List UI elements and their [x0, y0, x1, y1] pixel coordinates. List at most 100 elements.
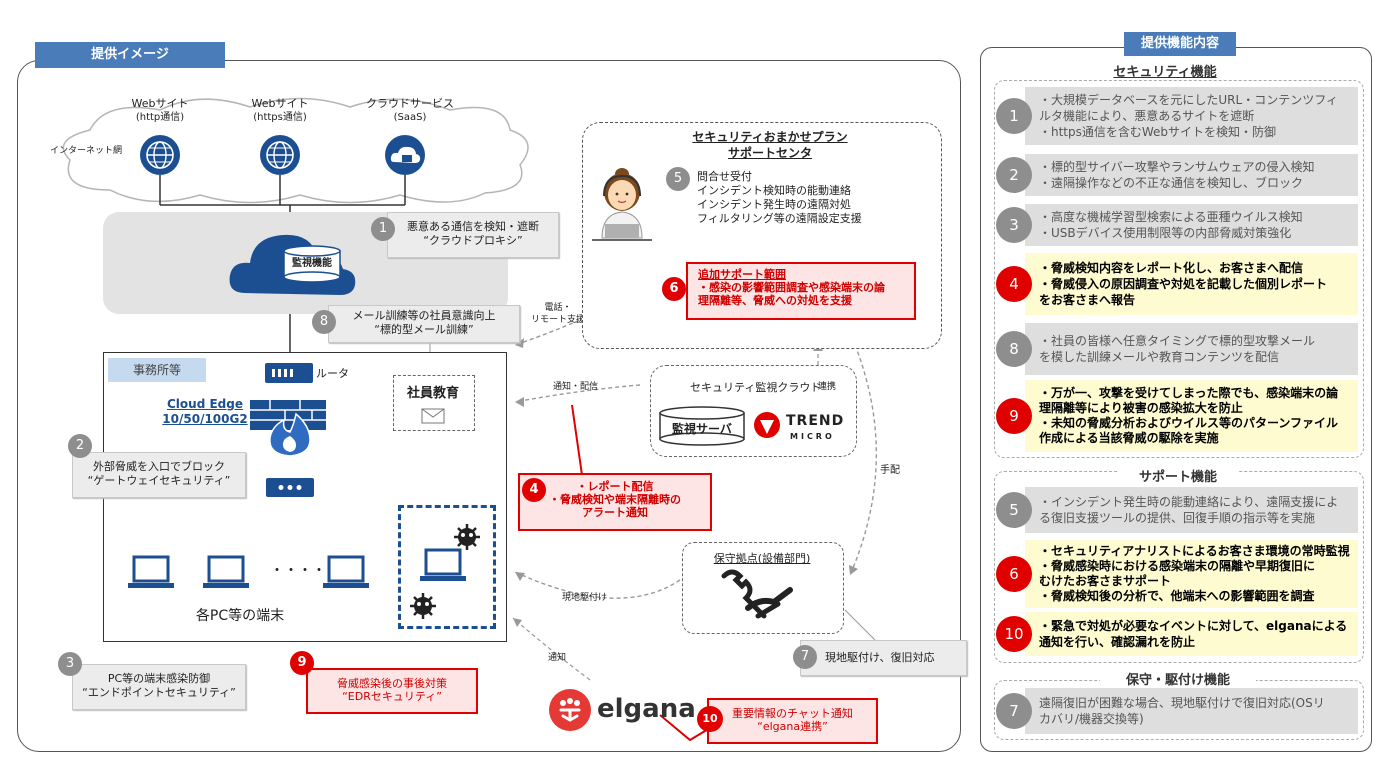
callout-endpoint-line2: “エンドポイントセキュリティ” — [82, 686, 236, 699]
globe-icon — [260, 135, 300, 175]
support-item-4: フィルタリング等の遠隔設定支援 — [697, 212, 862, 225]
server-cylinder-icon — [659, 406, 745, 446]
feature-row-7-line: カバリ/機器交換等) — [1039, 712, 1144, 726]
feature-row-8-line: を模した訓練メールや教育コンテンツを配信 — [1039, 350, 1280, 364]
monitor-server-label: 監視サーバ — [672, 422, 732, 436]
trend-micro-logo-icon — [754, 412, 780, 438]
feature-row-10-line: ・緊急で対処が必要なイベントに対して、elganaによる — [1039, 619, 1348, 633]
laptop-icon — [420, 548, 466, 581]
arrange-label: 手配 — [880, 465, 900, 476]
badge-8: 8 — [312, 310, 336, 334]
maintenance-box — [682, 542, 844, 634]
callout-endpoint-line1: PC等の端末感染防御 — [107, 672, 211, 685]
feature-row-6: ・セキュリティアナリストによるお客さま環境の常時監視・脅威感染時における感染端末… — [1025, 540, 1358, 608]
callout-edr: 脅威感染後の事後対策 “EDRセキュリティ” — [306, 668, 478, 714]
trend-label: TREND — [786, 413, 845, 429]
education-label: 社員教育 — [406, 386, 459, 401]
cloud-edge-model: 10/50/100G2 — [162, 412, 248, 426]
feature-row-6-line: むけたお客さまサポート — [1039, 574, 1172, 588]
callout-gateway-line2: “ゲートウェイセキュリティ” — [87, 474, 231, 487]
feature-row-3: ・高度な機械学習型検索による亜種ウイルス検知・USBデバイス使用制限等の内部脅威… — [1025, 204, 1358, 246]
badge-7: 7 — [793, 645, 817, 669]
monitor-cloud-title: セキュリティ監視クラウド — [690, 381, 822, 394]
diagram-tab-title: 提供イメージ — [35, 42, 225, 68]
feature-row-8-line: ・社員の皆様へ任意タイミングで標的型攻撃メール — [1039, 334, 1316, 348]
feature-row-7-line: 遠隔復旧が困難な場合、現地駆付けで復旧対応(OSリ — [1039, 696, 1325, 710]
badge-10: 10 — [697, 706, 723, 732]
callout-gateway: 外部脅威を入口でブロック “ゲートウェイセキュリティ” — [72, 452, 246, 498]
router-icon — [265, 363, 313, 383]
feature-row-8: ・社員の皆様へ任意タイミングで標的型攻撃メールを模した訓練メールや教育コンテンツ… — [1025, 323, 1358, 375]
mail-icon — [421, 408, 445, 424]
elgana-logo-icon — [549, 689, 591, 731]
callout-gateway-line1: 外部脅威を入口でブロック — [93, 460, 225, 473]
security-head: セキュリティ機能 — [1113, 65, 1217, 80]
feature-badge-3: 3 — [996, 207, 1032, 243]
feature-row-1-line: ・https通信を含むWebサイトを検知・防御 — [1039, 125, 1277, 139]
support-center-title-2: サポートセンタ — [727, 146, 812, 160]
badge-2: 2 — [68, 434, 92, 458]
feature-row-5-line: る復旧支援ツールの提供、回復手順の指示等を実施 — [1039, 511, 1316, 525]
laptop-icon — [203, 555, 249, 588]
laptop-icon — [323, 555, 369, 588]
callout-field-recovery: 現地駆付け、復旧対応 — [800, 640, 967, 676]
feature-row-10: ・緊急で対処が必要なイベントに対して、elganaによる通知を行い、確認漏れを防… — [1025, 612, 1358, 656]
firewall-icon — [250, 400, 326, 457]
feature-row-2-line: ・遠隔操作などの不正な通信を検知し、ブロック — [1039, 176, 1304, 190]
feature-row-3-line: ・USBデバイス使用制限等の内部脅威対策強化 — [1039, 226, 1292, 240]
badge-5: 5 — [666, 167, 690, 191]
support-center-title-1: セキュリティおまかせプラン — [692, 130, 848, 144]
site-http-title: Webサイト — [131, 97, 189, 110]
callout-cloud-proxy: 悪意ある通信を検知・遮断 “クラウドプロキシ” — [387, 212, 559, 258]
monitor-label: 監視機能 — [292, 258, 332, 269]
feature-row-3-line: ・高度な機械学習型検索による亜種ウイルス検知 — [1039, 210, 1303, 224]
feature-badge-1: 1 — [996, 98, 1032, 134]
maintenance-title: 保守拠点(設備部門) — [713, 552, 811, 565]
feature-badge-9: 9 — [996, 398, 1032, 434]
operator-avatar — [592, 168, 652, 241]
feature-row-1: ・大規模データベースを元にしたURL・コンテンツフィルタ機能により、悪意あるサイ… — [1025, 87, 1358, 145]
callout-endpoint: PC等の端末感染防御 “エンドポイントセキュリティ” — [72, 664, 246, 710]
callout-report-line1: ・レポート配信 — [576, 480, 654, 493]
callout-report: ・レポート配信 ・脅威検知や端末隔離時の アラート通知 — [518, 473, 712, 531]
internet-label: インターネット網 — [50, 146, 123, 156]
router-label: ルータ — [316, 367, 349, 380]
notice-label: 通知・配信 — [553, 382, 599, 392]
maint-head: 保守・駆付け機能 — [1100, 669, 1256, 688]
badge-1: 1 — [371, 217, 395, 241]
feature-row-10-line: 通知を行い、確認漏れを防止 — [1039, 635, 1196, 649]
support-head: サポート機能 — [1118, 466, 1238, 485]
callout-report-line2: ・脅威検知や端末隔離時の — [549, 493, 681, 506]
feature-row-1-line: ルタ機能により、悪意あるサイトを遮断 — [1039, 109, 1255, 123]
callout-cloud-proxy-line1: 悪意ある通信を検知・遮断 — [407, 220, 539, 233]
callout-extra-support-line1: 追加サポート範囲 — [698, 268, 786, 281]
feature-row-2: ・標的型サイバー攻撃やランサムウェアの侵入検知・遠隔操作などの不正な通信を検知し… — [1025, 154, 1358, 196]
feature-row-5: ・インシデント発生時の能動連絡により、遠隔支援による復旧支援ツールの提供、回復手… — [1025, 487, 1358, 533]
office-label: 事務所等 — [108, 358, 206, 382]
callout-edr-line2: “EDRセキュリティ” — [342, 690, 442, 703]
wrench-icon — [721, 569, 793, 619]
callout-elgana-line2: “elgana連携” — [757, 720, 828, 733]
badge-3: 3 — [58, 652, 82, 676]
site-https-sub: (https通信) — [253, 112, 307, 123]
feature-row-7: 遠隔復旧が困難な場合、現地駆付けで復旧対応(OSリカバリ/機器交換等) — [1025, 688, 1358, 734]
feature-row-6-line: ・脅威感染時における感染端末の隔離や早期復旧に — [1039, 559, 1316, 573]
callout-extra-support-line2: ・感染の影響範囲調査や感染端末の論 — [698, 281, 885, 294]
feature-badge-10: 10 — [996, 616, 1032, 652]
cloud-service-icon — [385, 135, 425, 175]
callout-elgana: 重要情報のチャット通知 “elgana連携” — [707, 698, 878, 744]
elgana-name: elgana — [597, 694, 696, 724]
feature-row-5-line: ・インシデント発生時の能動連絡により、遠隔支援によ — [1039, 495, 1339, 509]
cloud-edge-name: Cloud Edge — [167, 397, 243, 411]
switch-icon — [266, 478, 314, 497]
micro-label: MICRO — [790, 432, 835, 441]
feature-badge-5: 5 — [996, 492, 1032, 528]
feature-row-4: ・脅威検知内容をレポート化し、お客さまへ配信・脅威侵入の原因調査や対処を記載した… — [1025, 253, 1358, 315]
edr-dashed-box — [398, 505, 496, 629]
site-saas-title: クラウドサービス — [366, 97, 454, 110]
laptop-icon — [128, 555, 174, 588]
site-saas-sub: (SaaS) — [393, 112, 427, 123]
feature-row-4-line: をお客さまへ報告 — [1039, 293, 1136, 307]
feature-row-9-line: 理隔離等により被害の感染拡大を防止 — [1039, 401, 1243, 415]
callout-elgana-line1: 重要情報のチャット通知 — [732, 707, 853, 720]
